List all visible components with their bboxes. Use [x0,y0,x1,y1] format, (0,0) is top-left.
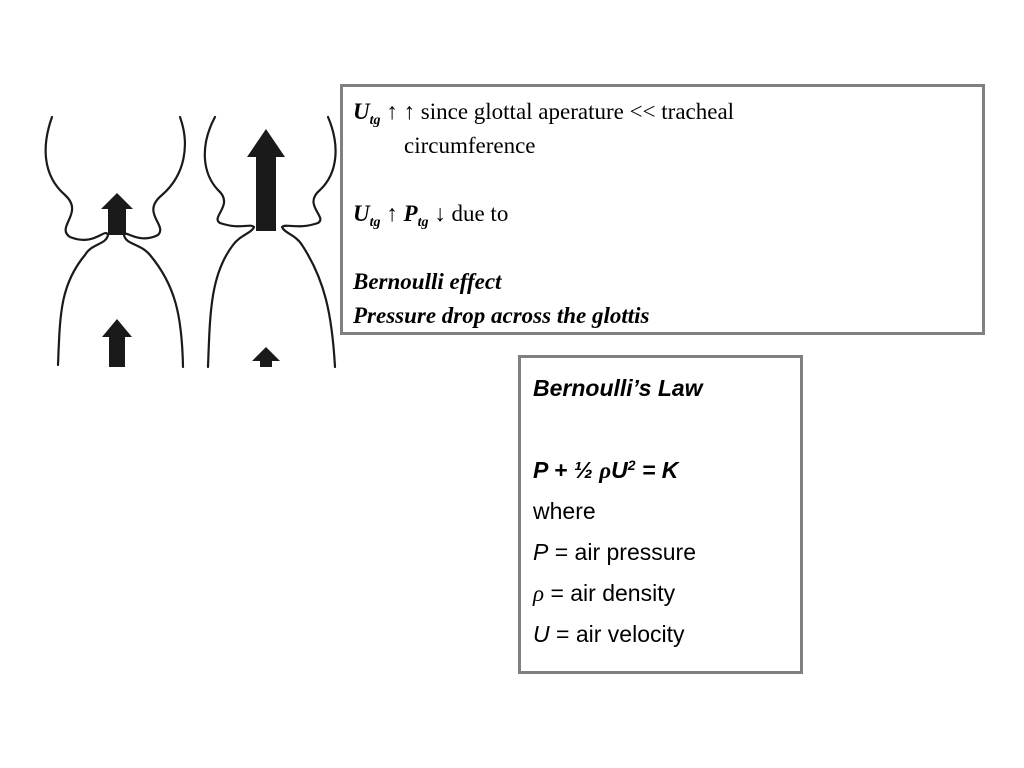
bernoulli-law-box: Bernoulli’s Law P + ½ ρU2 = K where P = … [518,355,803,674]
where-label: where [533,498,596,524]
airflow-arrows [101,129,285,367]
definition-velocity: U = air velocity [533,621,685,647]
glottis-airflow-diagram [44,115,337,369]
right-tube-left-wall [203,115,256,369]
right-lower-arrow-icon [252,347,280,367]
right-upper-arrow-icon [247,129,285,231]
left-lower-arrow-icon [102,319,132,367]
bernoulli-effect-label: Bernoulli effect [353,269,502,294]
flow-increase-line: Utg ↑ ↑ since glottal aperature << trach… [353,99,735,128]
pressure-drop-label: Pressure drop across the glottis [353,303,650,328]
flow-increase-line-continued: circumference [404,133,536,158]
right-tube-right-wall [280,115,337,369]
bernoulli-law-title: Bernoulli’s Law [533,375,703,401]
glottal-flow-box: Utg ↑ ↑ since glottal aperature << trach… [340,84,985,335]
left-upper-arrow-icon [101,193,133,235]
pressure-drop-line: Utg ↑ Ptg ↓ due to [353,201,509,230]
bernoulli-equation: P + ½ ρU2 = K [533,457,679,483]
definition-density: ρ = air density [533,580,676,606]
definition-pressure: P = air pressure [533,539,696,565]
left-tube-left-wall [44,115,110,367]
left-tube-right-wall [122,115,186,369]
